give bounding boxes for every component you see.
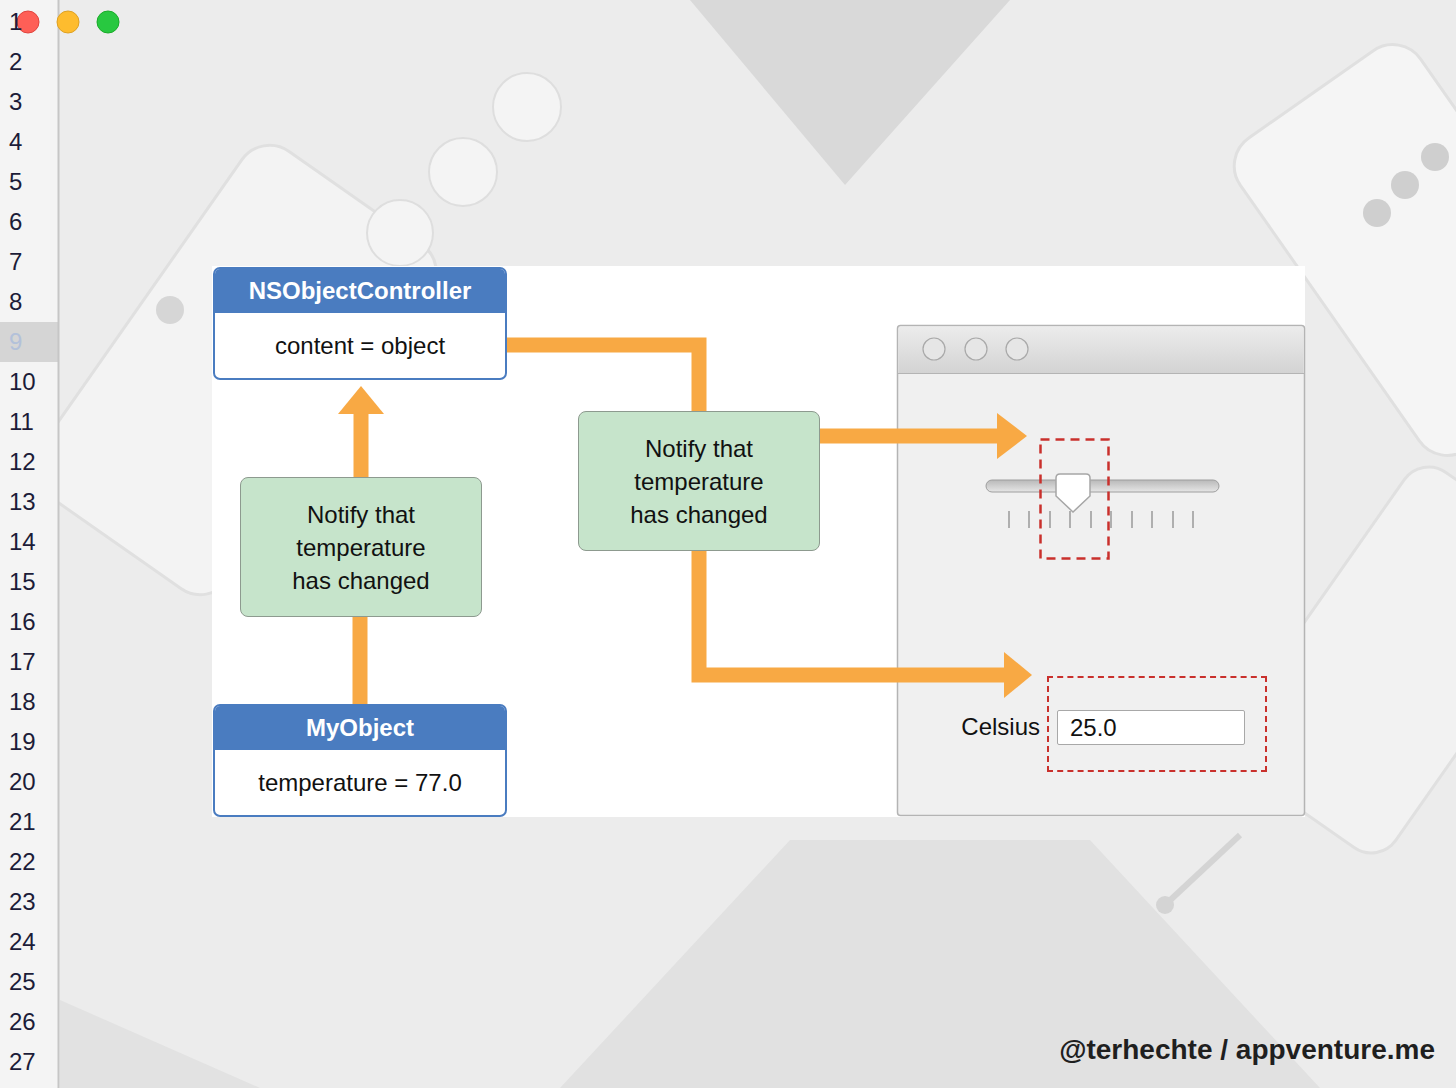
slider-track xyxy=(986,480,1219,492)
arrow-shaft xyxy=(354,412,369,477)
class-box: NSObjectControllercontent = object xyxy=(213,267,507,380)
icon-circle xyxy=(367,200,433,266)
message-box: Notify that temperature has changed xyxy=(578,411,820,551)
window-button xyxy=(965,338,987,360)
icon-circle xyxy=(493,73,561,141)
line-number: 7 xyxy=(9,242,22,282)
line-number: 2 xyxy=(9,42,22,82)
field-value: 25.0 xyxy=(1070,714,1117,741)
arrow-shaft xyxy=(353,617,368,704)
gutter-border xyxy=(58,0,60,1088)
line-number: 16 xyxy=(9,602,36,642)
line-number: 11 xyxy=(9,402,34,442)
line-number: 19 xyxy=(9,722,36,762)
zoom-button xyxy=(97,11,119,33)
window-button xyxy=(923,338,945,360)
current-line-highlight xyxy=(0,322,58,362)
window-frame xyxy=(898,326,1305,816)
line-number: 4 xyxy=(9,122,22,162)
message-text-group: Notify that temperature has changed xyxy=(617,432,782,531)
dot xyxy=(1363,199,1391,227)
text-field: 25.0 xyxy=(1057,710,1245,745)
line-number: 26 xyxy=(9,1002,36,1042)
slider-knob xyxy=(1056,474,1090,512)
line-number: 10 xyxy=(9,362,36,402)
line-number: 15 xyxy=(9,562,36,602)
line-number: 21 xyxy=(9,802,36,842)
class-name: MyObject xyxy=(215,706,505,750)
line-number: 1 xyxy=(9,2,22,42)
dot xyxy=(1391,171,1419,199)
property-text: content = object xyxy=(215,313,505,378)
line-number: 17 xyxy=(9,642,36,682)
line-number: 22 xyxy=(9,842,36,882)
line-number: 6 xyxy=(9,202,22,242)
message-box: Notify that temperature has changed xyxy=(240,477,482,617)
line-number: 12 xyxy=(9,442,36,482)
notification-arrow xyxy=(338,386,384,477)
dot xyxy=(156,296,184,324)
backdrop-shape xyxy=(60,1000,260,1088)
highlight-box xyxy=(1041,440,1109,559)
line-number: 23 xyxy=(9,882,36,922)
message-text: Notify that temperature has changed xyxy=(617,432,782,531)
text-field-highlight: 25.0 xyxy=(1047,676,1267,772)
arrow-head xyxy=(338,386,384,414)
line-number: 24 xyxy=(9,922,36,962)
line-gutter xyxy=(0,0,59,1088)
line-number: 13 xyxy=(9,482,36,522)
arrow-shaft xyxy=(505,345,699,413)
message-text: Notify that temperature has changed xyxy=(279,498,444,597)
slider-control xyxy=(986,440,1219,559)
traffic-lights xyxy=(17,11,119,33)
arrow-shaft xyxy=(815,429,999,444)
class-box: MyObjecttemperature = 77.0 xyxy=(213,704,507,817)
arrow-head xyxy=(997,413,1027,459)
line-number: 18 xyxy=(9,682,36,722)
dot xyxy=(1421,143,1449,171)
title-bar xyxy=(899,327,1304,374)
field-caption: Celsius xyxy=(961,712,1040,742)
line-number: 9 xyxy=(9,322,22,362)
notification-arrow xyxy=(360,617,361,704)
line-number: 25 xyxy=(9,962,36,1002)
message-text-group: Notify that temperature has changed xyxy=(279,498,444,597)
backdrop-shape xyxy=(690,0,1010,185)
notification-arrow xyxy=(505,345,699,413)
slider-ticks xyxy=(1009,511,1193,528)
icon-circle xyxy=(429,138,497,206)
minimize-button xyxy=(57,11,79,33)
window-button xyxy=(1006,338,1028,360)
line-number: 3 xyxy=(9,82,22,122)
property-text: temperature = 77.0 xyxy=(215,750,505,815)
slider-arrow xyxy=(815,413,1027,459)
faint-slider xyxy=(1165,835,1240,905)
line-number: 14 xyxy=(9,522,36,562)
title-bar-edge xyxy=(898,373,1304,374)
gutter-panel xyxy=(0,0,58,1088)
line-number: 20 xyxy=(9,762,36,802)
arrow-head xyxy=(1004,652,1032,698)
line-number: 8 xyxy=(9,282,22,322)
dot xyxy=(1156,896,1174,914)
diagram-panel xyxy=(212,266,1305,817)
line-number: 27 xyxy=(9,1042,36,1082)
watermark: @terhechte / appventure.me xyxy=(1059,1033,1435,1067)
faint-devices xyxy=(20,0,1456,1088)
arrow-shaft xyxy=(699,549,1006,675)
line-number: 5 xyxy=(9,162,22,202)
notification-arrow xyxy=(699,549,1032,698)
class-name: NSObjectController xyxy=(215,269,505,313)
app-window xyxy=(898,326,1305,816)
